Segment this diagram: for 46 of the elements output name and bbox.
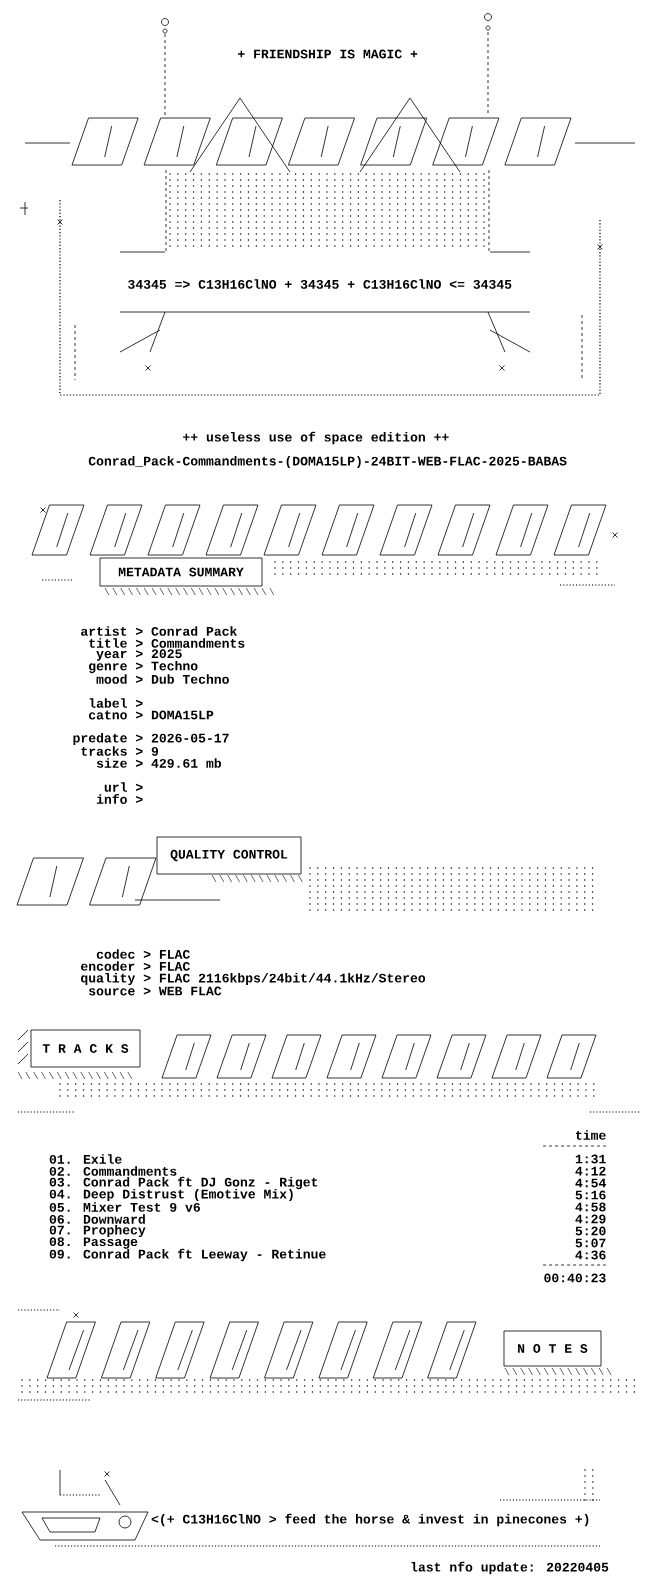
heading-box: QUALITY CONTROL <box>156 836 302 875</box>
metadata-row: artist > Conrad Pack <box>81 626 237 636</box>
track-time: 4:12 <box>575 1166 606 1176</box>
quality-row: source > WEB FLAC <box>89 986 222 996</box>
track-title: 07. Prophecy <box>49 1224 146 1238</box>
column-heading: time <box>576 1130 606 1140</box>
track-time: 4:36 <box>575 1250 606 1260</box>
metadata-row: tracks > 9 <box>81 746 159 756</box>
metadata-row: mood > Dub Techno <box>96 674 229 684</box>
heading-box: T R A C K S <box>30 1029 141 1068</box>
metadata-row: genre > Techno <box>89 660 198 674</box>
metadata-row: label > <box>89 698 143 708</box>
metadata-row: info > <box>96 794 143 804</box>
track-title: 01. Exile <box>49 1154 122 1164</box>
closing-line: <(+ C13H16ClNO > feed the horse & invest in pinecones +) <box>151 1513 589 1527</box>
metadata-row: size > 429.61 mb <box>96 758 222 768</box>
track-time: 4:54 <box>575 1178 606 1188</box>
metadata-row: catno > DOMA15LP <box>88 710 214 720</box>
total-time: 00:40:23 <box>544 1273 606 1283</box>
slogan-line: 34345 => C13H16ClNO + 34345 + C13H16ClNO <= 34345 <box>128 279 512 289</box>
track-time: 5:16 <box>575 1190 606 1200</box>
quality-row: quality > FLAC 2116kbps/24bit/44.1kHz/Stereo <box>81 972 426 986</box>
track-title: 02. Commandments <box>49 1166 177 1176</box>
metadata-row: predate > 2026-05-17 <box>73 732 229 746</box>
track-time: 4:58 <box>575 1202 606 1212</box>
quality-row: codec > FLAC <box>96 949 190 959</box>
track-time: 5:07 <box>575 1238 606 1248</box>
track-title: 06. Downward <box>49 1214 145 1224</box>
heading-box: METADATA SUMMARY <box>99 557 263 587</box>
edition-line: ++ useless use of space edition ++ <box>183 431 449 445</box>
track-time: 5:20 <box>575 1226 606 1236</box>
metadata-row: title > Commandments <box>89 638 245 648</box>
track-title: 08. Passage <box>49 1237 138 1249</box>
tagline: + FRIENDSHIP IS MAGIC + <box>238 49 418 59</box>
metadata-row: url > <box>104 782 143 792</box>
heading-box: N O T E S <box>503 1330 602 1367</box>
track-time: 4:29 <box>575 1214 606 1224</box>
track-title: 05. Mixer Test 9 v6 <box>49 1202 200 1212</box>
update-note: last nfo update: 20220405 <box>411 1561 609 1575</box>
quality-row: encoder > FLAC <box>81 961 190 971</box>
release-name: Conrad_Pack-Commandments-(DOMA15LP)-24BIT-WEB-FLAC-2025-BABAS <box>88 455 567 469</box>
track-time: 1:31 <box>575 1154 606 1164</box>
track-title: 03. Conrad Pack ft DJ Gonz - Riget <box>49 1176 318 1190</box>
track-title: 09. Conrad Pack ft Leeway - Retinue <box>49 1248 326 1262</box>
track-title: 04. Deep Distrust (Emotive Mix) <box>49 1188 293 1202</box>
metadata-row: year > 2025 <box>96 649 182 661</box>
